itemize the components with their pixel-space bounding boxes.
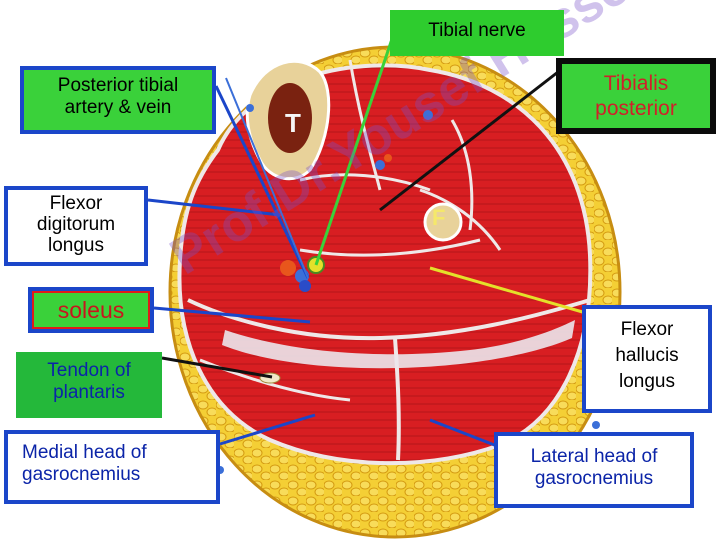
label-tibialis-posterior: Tibialis posterior (556, 58, 716, 134)
label-box: Tibialis posterior (562, 64, 710, 128)
label-posterior-tibial-artery-vein: Posterior tibial artery & vein (20, 66, 216, 134)
label-text: Flexor (49, 193, 103, 214)
fibula-bone (423, 202, 463, 242)
label-tendon-of-plantaris: Tendon of plantaris (16, 352, 162, 418)
label-box: Posterior tibial artery & vein (24, 70, 212, 130)
label-text: artery & vein (64, 97, 172, 118)
label-flexor-hallucis-longus: Flexor hallucis longus (582, 305, 712, 413)
fibula-letter: F (432, 205, 446, 230)
label-box: soleus (32, 291, 150, 329)
label-box: Medial head of gasrocnemius (8, 434, 216, 500)
label-text: Flexor (620, 319, 674, 340)
label-text: gasrocnemius (22, 464, 141, 485)
leader-lines (147, 32, 587, 448)
label-text: soleus (57, 297, 125, 323)
label-text: longus (619, 371, 675, 392)
label-lateral-head-gastrocnemius: Lateral head of gasrocnemius (494, 432, 694, 508)
label-flexor-digitorum-longus: Flexor digitorum longus (4, 186, 148, 266)
label-box: Flexor digitorum longus (8, 190, 144, 262)
label-text: digitorum (36, 214, 116, 235)
label-text: Posterior tibial (57, 75, 179, 96)
label-box: Lateral head of gasrocnemius (498, 436, 690, 504)
label-box: Flexor hallucis longus (586, 309, 708, 409)
label-text: Tibial nerve (428, 20, 526, 41)
label-medial-head-gastrocnemius: Medial head of gasrocnemius (4, 430, 220, 504)
label-text: hallucis (615, 345, 679, 366)
label-text: plantaris (53, 382, 125, 403)
tibia-marrow (268, 83, 312, 153)
label-text: Medial head of (22, 442, 147, 463)
label-text: posterior (595, 97, 677, 120)
label-tibial-nerve: Tibial nerve (390, 10, 564, 56)
label-text: Tibialis (603, 72, 669, 95)
label-text: Tendon of (47, 360, 131, 381)
label-text: gasrocnemius (534, 468, 654, 489)
label-text: Lateral head of (530, 446, 658, 467)
label-text: longus (48, 235, 104, 256)
label-soleus: soleus (28, 287, 154, 333)
aponeurosis-band (222, 320, 575, 369)
tibia-letter: T (285, 108, 301, 138)
